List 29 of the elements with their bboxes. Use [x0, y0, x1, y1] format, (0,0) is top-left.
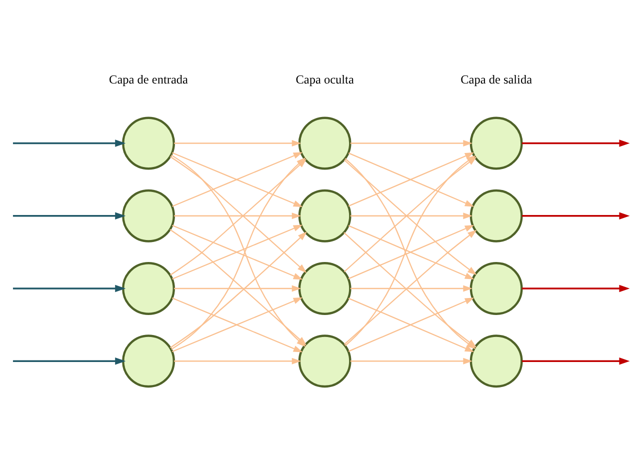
label: Capa de salida [460, 72, 532, 86]
arrow [174, 285, 302, 292]
node-circle [122, 116, 175, 170]
node-circle [122, 334, 175, 388]
arrow [174, 140, 302, 146]
label: Capa de entrada [109, 72, 188, 86]
node-circle [122, 189, 175, 242]
arrow [522, 212, 630, 220]
arrow [350, 285, 472, 292]
node-circle [122, 262, 175, 315]
node-circle [470, 262, 523, 315]
arrow [522, 284, 630, 292]
node-circle [470, 116, 523, 170]
arrow [350, 358, 472, 364]
arrow [522, 357, 630, 365]
arrow [350, 212, 472, 220]
arrow [522, 140, 630, 147]
arrow [12, 284, 126, 292]
arrow [12, 140, 126, 147]
arrow [172, 297, 303, 352]
node-circle [470, 334, 523, 388]
arrow [172, 224, 303, 280]
label: Capa oculta [296, 72, 354, 86]
arrow [12, 212, 126, 220]
arrow [174, 212, 302, 220]
arrow [350, 140, 472, 146]
node-circle [470, 189, 523, 242]
arrow [12, 357, 126, 365]
arrow [174, 358, 302, 364]
